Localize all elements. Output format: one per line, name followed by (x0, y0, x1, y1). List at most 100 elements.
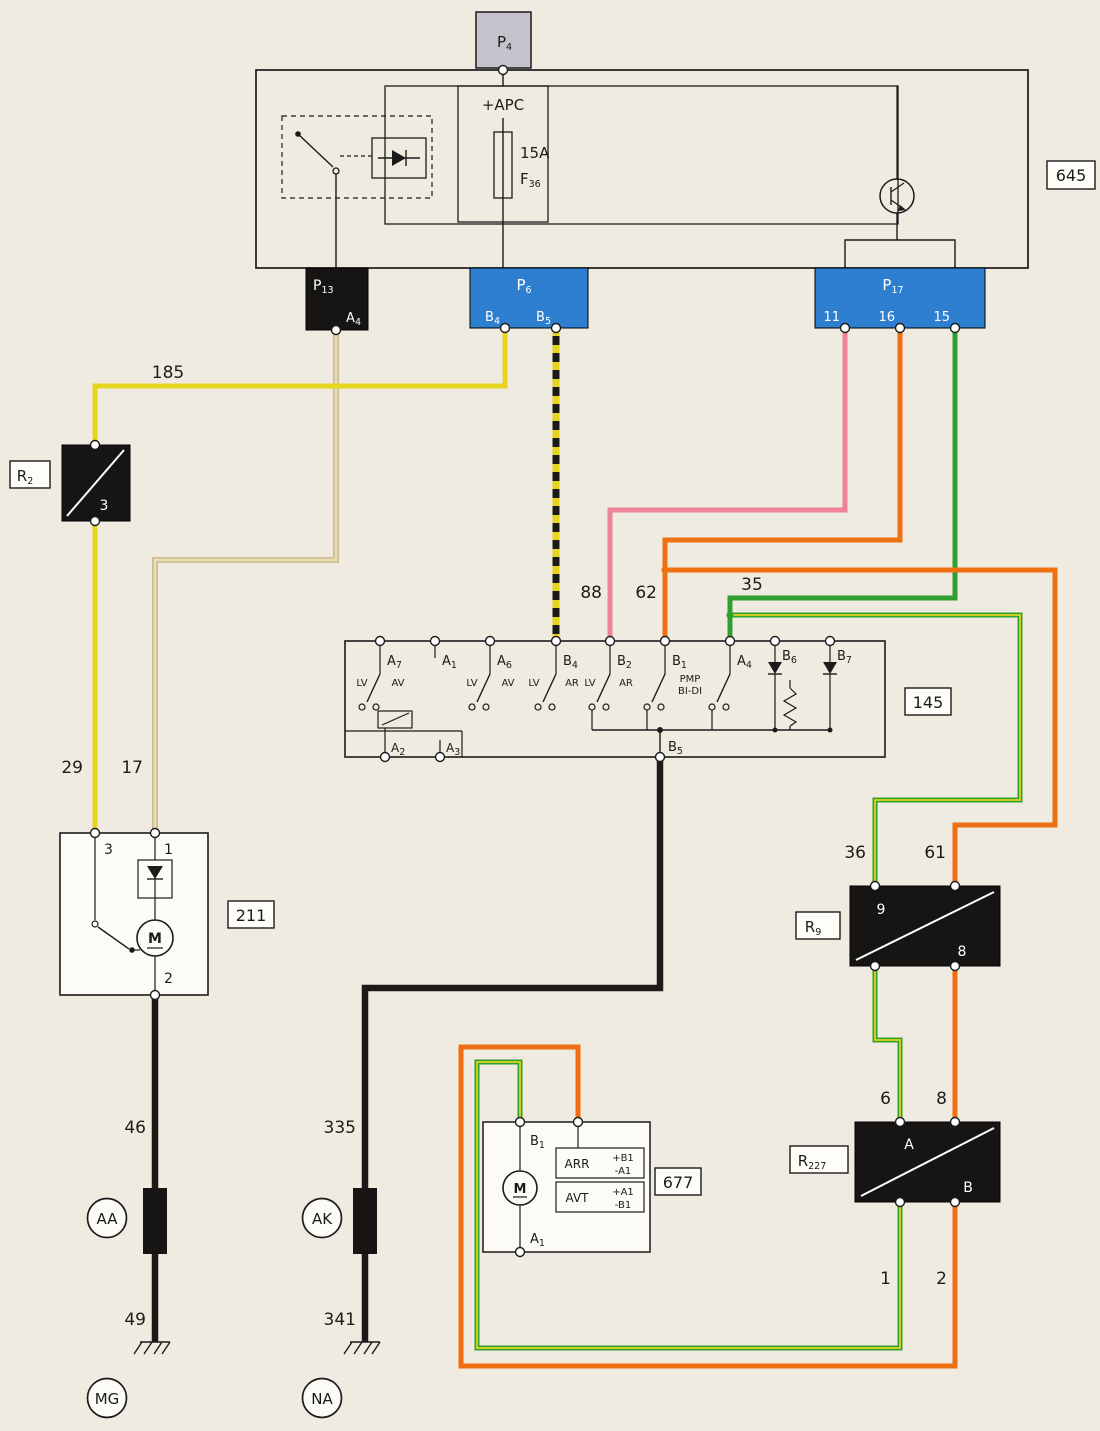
r227-diagonal (860, 1127, 995, 1197)
r227-pin-a-label: A (904, 1137, 914, 1153)
connector-r227: A B R227 (789, 1116, 1001, 1208)
wire-88-pink (607, 328, 848, 641)
c145-b2-label: B2 (617, 654, 632, 671)
wire-label-2: 2 (936, 1269, 947, 1289)
wire-label-49: 49 (124, 1310, 146, 1330)
node-ak-label: AK (312, 1210, 333, 1228)
c677-arr-label: ARR (565, 1157, 590, 1171)
c211-pin-1-label: 1 (164, 842, 173, 858)
fuse-apc-label: +APC (482, 96, 524, 114)
connector-p17-label: P17 (882, 276, 903, 296)
connector-p6-body (469, 267, 589, 329)
splice-ak (353, 1188, 377, 1254)
node-mg: MG (86, 1377, 128, 1419)
c211-pin-3-label: 3 (104, 842, 113, 858)
node-na-label: NA (311, 1390, 333, 1408)
sw3-ar: AR (565, 678, 579, 689)
sw4-lv: LV (584, 678, 595, 689)
connector-p17-body (814, 267, 986, 329)
wire-61-orange (661, 566, 1058, 886)
label-r9-text: R9 (805, 918, 821, 938)
r227-pin-2 (949, 1196, 961, 1208)
wire-label-341: 341 (324, 1310, 356, 1330)
sw3-lv: LV (528, 678, 539, 689)
connector-p13-body (305, 267, 369, 331)
node-mg-label: MG (95, 1390, 120, 1408)
component-677: M ARR +B1 -A1 AVT +A1 -B1 B1 A1 (482, 1116, 651, 1258)
wire-185-yellow (92, 328, 508, 445)
p17-pin-11-label: 11 (823, 310, 840, 325)
r2-pin-bottom (89, 515, 101, 527)
c211-pin-2 (149, 989, 161, 1001)
wire-335-341-black (353, 757, 664, 1342)
connector-p4-label: P4 (497, 33, 512, 53)
p6-pin-b4 (499, 322, 511, 334)
c211-pin-2-label: 2 (164, 971, 173, 987)
p6-pin-b5 (550, 322, 562, 334)
r2-pin-3-label: 3 (100, 498, 109, 514)
c145-pin-a6 (484, 635, 496, 647)
wire-36-green-yellow (726, 611, 1023, 886)
c145-a1-label: A1 (442, 654, 457, 671)
component-211: M 3 1 2 (59, 827, 209, 1001)
c145-pin-a1 (429, 635, 441, 647)
wire-17-beige (152, 330, 339, 833)
b1-bidi-label: BI-DI (678, 686, 702, 697)
c145-pin-b5 (654, 751, 666, 763)
relay-diode (392, 150, 406, 166)
label-r2-text: R2 (17, 467, 33, 487)
c145-pin-a7 (374, 635, 386, 647)
wire-label-36: 36 (844, 843, 866, 863)
c145-b1-label: B1 (672, 654, 687, 671)
p4-pin (497, 64, 509, 76)
c211-diode (147, 866, 163, 879)
connector-p13-label: P13 (313, 278, 334, 296)
c145-b6-label: B6 (782, 649, 797, 666)
wire-label-8: 8 (936, 1089, 947, 1109)
r9-pin-8-label: 8 (958, 944, 967, 960)
c145-a7-label: A7 (387, 654, 402, 671)
fuse-rating: 15A (520, 144, 550, 162)
unit-645-outline (255, 69, 1029, 269)
label-r9-box (795, 911, 841, 940)
c145-pin-b1 (659, 635, 671, 647)
p6-pin-b4-label: B4 (485, 310, 500, 327)
r9-pin-8 (949, 880, 961, 892)
wire-label-29: 29 (61, 758, 83, 778)
c677-avt-minus: -B1 (615, 1200, 631, 1211)
p17-internal-links (844, 239, 956, 268)
c145-a2-label: A2 (391, 741, 405, 758)
c145-a3-label: A3 (446, 741, 460, 758)
b1-pmp-label: PMP (680, 674, 701, 685)
diode-b7 (823, 645, 837, 730)
r9-pin-9-label: 9 (877, 902, 886, 918)
connector-p4: P4 (475, 11, 532, 86)
node-ak: AK (301, 1197, 343, 1239)
r227-pin-b (949, 1116, 961, 1128)
sw2-av: AV (501, 678, 514, 689)
p17-pin-16 (894, 322, 906, 334)
wire-label-17: 17 (121, 758, 143, 778)
switch-a6 (468, 645, 491, 711)
wire-2-orange (458, 1044, 958, 1369)
label-677: 677 (654, 1167, 702, 1196)
ground-symbol-na (343, 1341, 381, 1355)
label-145: 145 (904, 687, 952, 716)
sw4-ar: AR (619, 678, 633, 689)
c677-arr-minus: -A1 (615, 1166, 632, 1177)
wire-label-62: 62 (635, 583, 657, 603)
wire-label-335: 335 (324, 1118, 356, 1138)
label-r2-box (9, 460, 51, 489)
r227-pin-b-label: B (963, 1180, 973, 1196)
c145-pin-b2 (604, 635, 616, 647)
p13-pin-a4 (330, 324, 342, 336)
c145-a6-label: A6 (497, 654, 512, 671)
c145-b5-label: B5 (668, 740, 683, 757)
fuse-id: F36 (520, 170, 541, 190)
relay-symbol (281, 115, 433, 268)
r9-pin-9 (869, 880, 881, 892)
node-aa-label: AA (97, 1210, 119, 1228)
label-r227-box (789, 1145, 849, 1174)
c677-avt-label: AVT (566, 1191, 590, 1205)
connector-p17: P17 11 16 15 (814, 267, 986, 334)
